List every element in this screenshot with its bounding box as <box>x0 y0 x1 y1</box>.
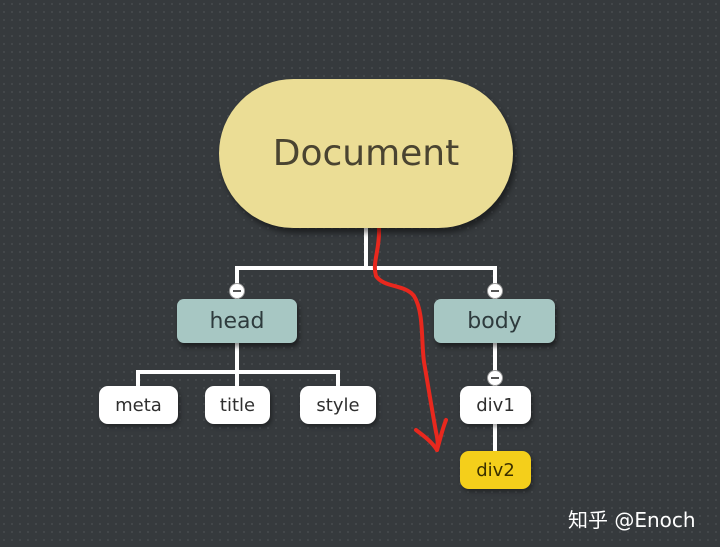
watermark: 知乎 @Enoch <box>568 508 696 532</box>
node-body[interactable]: body <box>434 299 555 343</box>
annotation-arrow <box>372 194 440 452</box>
node-document-label: Document <box>272 133 460 174</box>
node-head-label: head <box>209 308 265 334</box>
node-div2-label: div2 <box>476 459 515 481</box>
collapse-body-icon[interactable] <box>487 283 503 299</box>
node-div1[interactable]: div1 <box>460 386 531 424</box>
node-title-label: title <box>219 394 256 416</box>
annotation-arrowhead <box>414 418 448 452</box>
node-head[interactable]: head <box>177 299 297 343</box>
node-div2[interactable]: div2 <box>460 451 531 489</box>
node-document[interactable]: Document <box>219 79 513 228</box>
collapse-div1-icon[interactable] <box>487 370 503 386</box>
collapse-head-icon[interactable] <box>229 283 245 299</box>
node-style-label: style <box>316 394 360 416</box>
node-meta-label: meta <box>115 394 162 416</box>
node-meta[interactable]: meta <box>99 386 178 424</box>
node-title[interactable]: title <box>205 386 270 424</box>
node-style[interactable]: style <box>300 386 376 424</box>
node-div1-label: div1 <box>476 394 515 416</box>
node-body-label: body <box>467 308 522 334</box>
